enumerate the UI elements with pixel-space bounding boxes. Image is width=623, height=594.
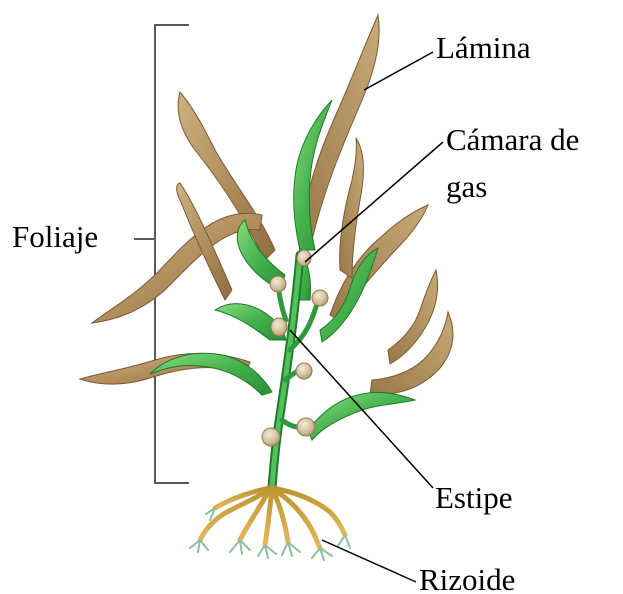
label-lamina: Lámina (436, 31, 531, 65)
label-foliaje: Foliaje (12, 220, 98, 254)
label-camara-de-gas-line2: gas (446, 170, 487, 204)
label-rizoide: Rizoide (419, 563, 515, 594)
label-estipe: Estipe (435, 481, 513, 515)
label-camara-de-gas-line1: Cámara de (446, 123, 579, 157)
pointer-rizoide (322, 540, 416, 582)
holdfast (190, 488, 350, 560)
pointer-estipe (290, 330, 433, 488)
